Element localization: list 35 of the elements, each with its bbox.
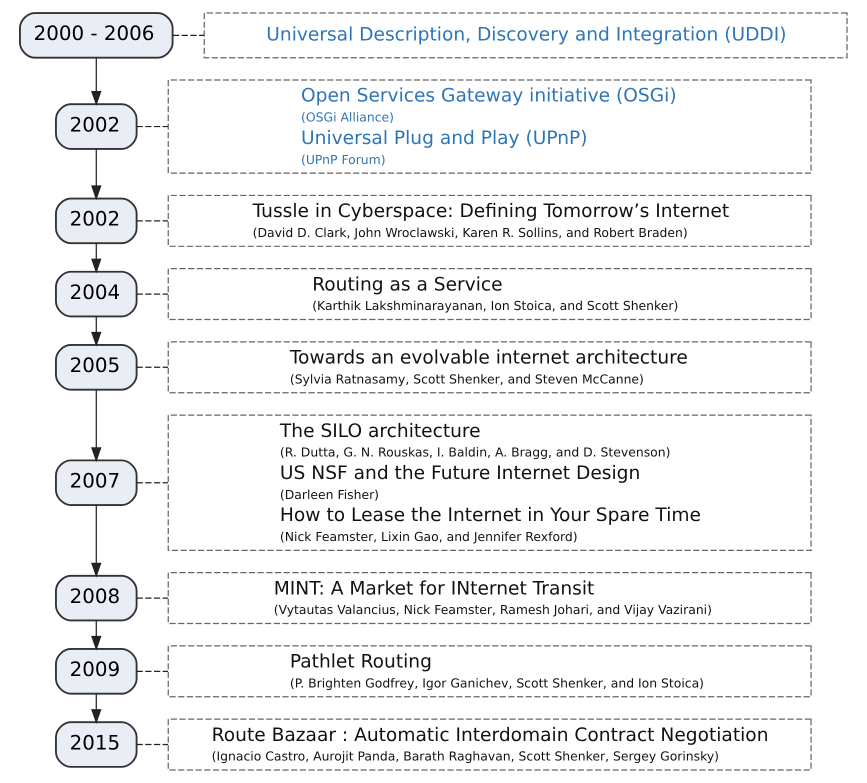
arrow <box>91 149 102 200</box>
arrow <box>91 505 102 578</box>
node-box: 2007 <box>55 459 138 506</box>
arrow <box>91 58 102 106</box>
node-box: Tussle in Cyberspace: Defining Tomorrow’s Internet (David D. Clark, John Wroclawski, Karen R. Sollins, and Robert Braden) <box>168 194 812 247</box>
connector <box>136 366 168 368</box>
node-box: 2005 <box>55 344 138 391</box>
node-box: Universal Description, Discovery and Integration (UDDI) <box>204 12 848 58</box>
arrow <box>91 243 102 274</box>
arrow <box>91 316 102 347</box>
node-box: 2008 <box>55 574 138 622</box>
node-box: Open Services Gateway initiative (OSGi) (OSGi Alliance) Universal Plug and Play (UPnP) (UPnP Forum) <box>168 79 812 174</box>
connector <box>136 744 168 746</box>
node-box: 2009 <box>55 648 138 695</box>
arrow <box>91 620 102 651</box>
node-box: MINT: A Market for INternet Transit (Vytautas Valancius, Nick Feamster, Ramesh Johari, and Vijay Vazirani) <box>168 572 812 624</box>
node-box: The SILO architecture (R. Dutta, G. N. Rouskas, I. Baldin, A. Bragg, and D. Stevenson) US NSF and the Future Internet Design (Darleen Fisher) How to Lease the Internet in Your Spare Time (Nick Feamster, Lixin Gao, and Jennifer Rexford) <box>168 414 812 551</box>
node-box: Pathlet Routing (P. Brighten Godfrey, Igor Ganichev, Scott Shenker, and Ion Stoica) <box>168 645 812 698</box>
connector <box>136 220 168 222</box>
node-box: Towards an evolvable internet architecture (Sylvia Ratnasamy, Scott Shenker, and Steven McCanne) <box>168 341 812 394</box>
node-box: 2004 <box>55 270 138 318</box>
node-box: Routing as a Service (Karthik Lakshminarayanan, Ion Stoica, and Scott Shenker) <box>168 268 812 320</box>
connector <box>136 293 168 295</box>
arrow <box>91 390 102 462</box>
node-box: Route Bazaar : Automatic Interdomain Contract Negotiation (Ignacio Castro, Aurojit Panda, Barath Raghavan, Scott Shenker, Sergey Gorinsky) <box>168 718 812 771</box>
node-box: 2002 <box>55 103 138 150</box>
arrow <box>91 694 102 724</box>
connector <box>173 34 204 36</box>
connector <box>136 670 168 672</box>
connector <box>136 482 168 484</box>
node-box: 2002 <box>55 198 138 244</box>
node-box: 2000 - 2006 <box>19 12 174 59</box>
node-box: 2015 <box>55 721 138 768</box>
connector <box>136 598 168 599</box>
connector <box>136 126 168 128</box>
